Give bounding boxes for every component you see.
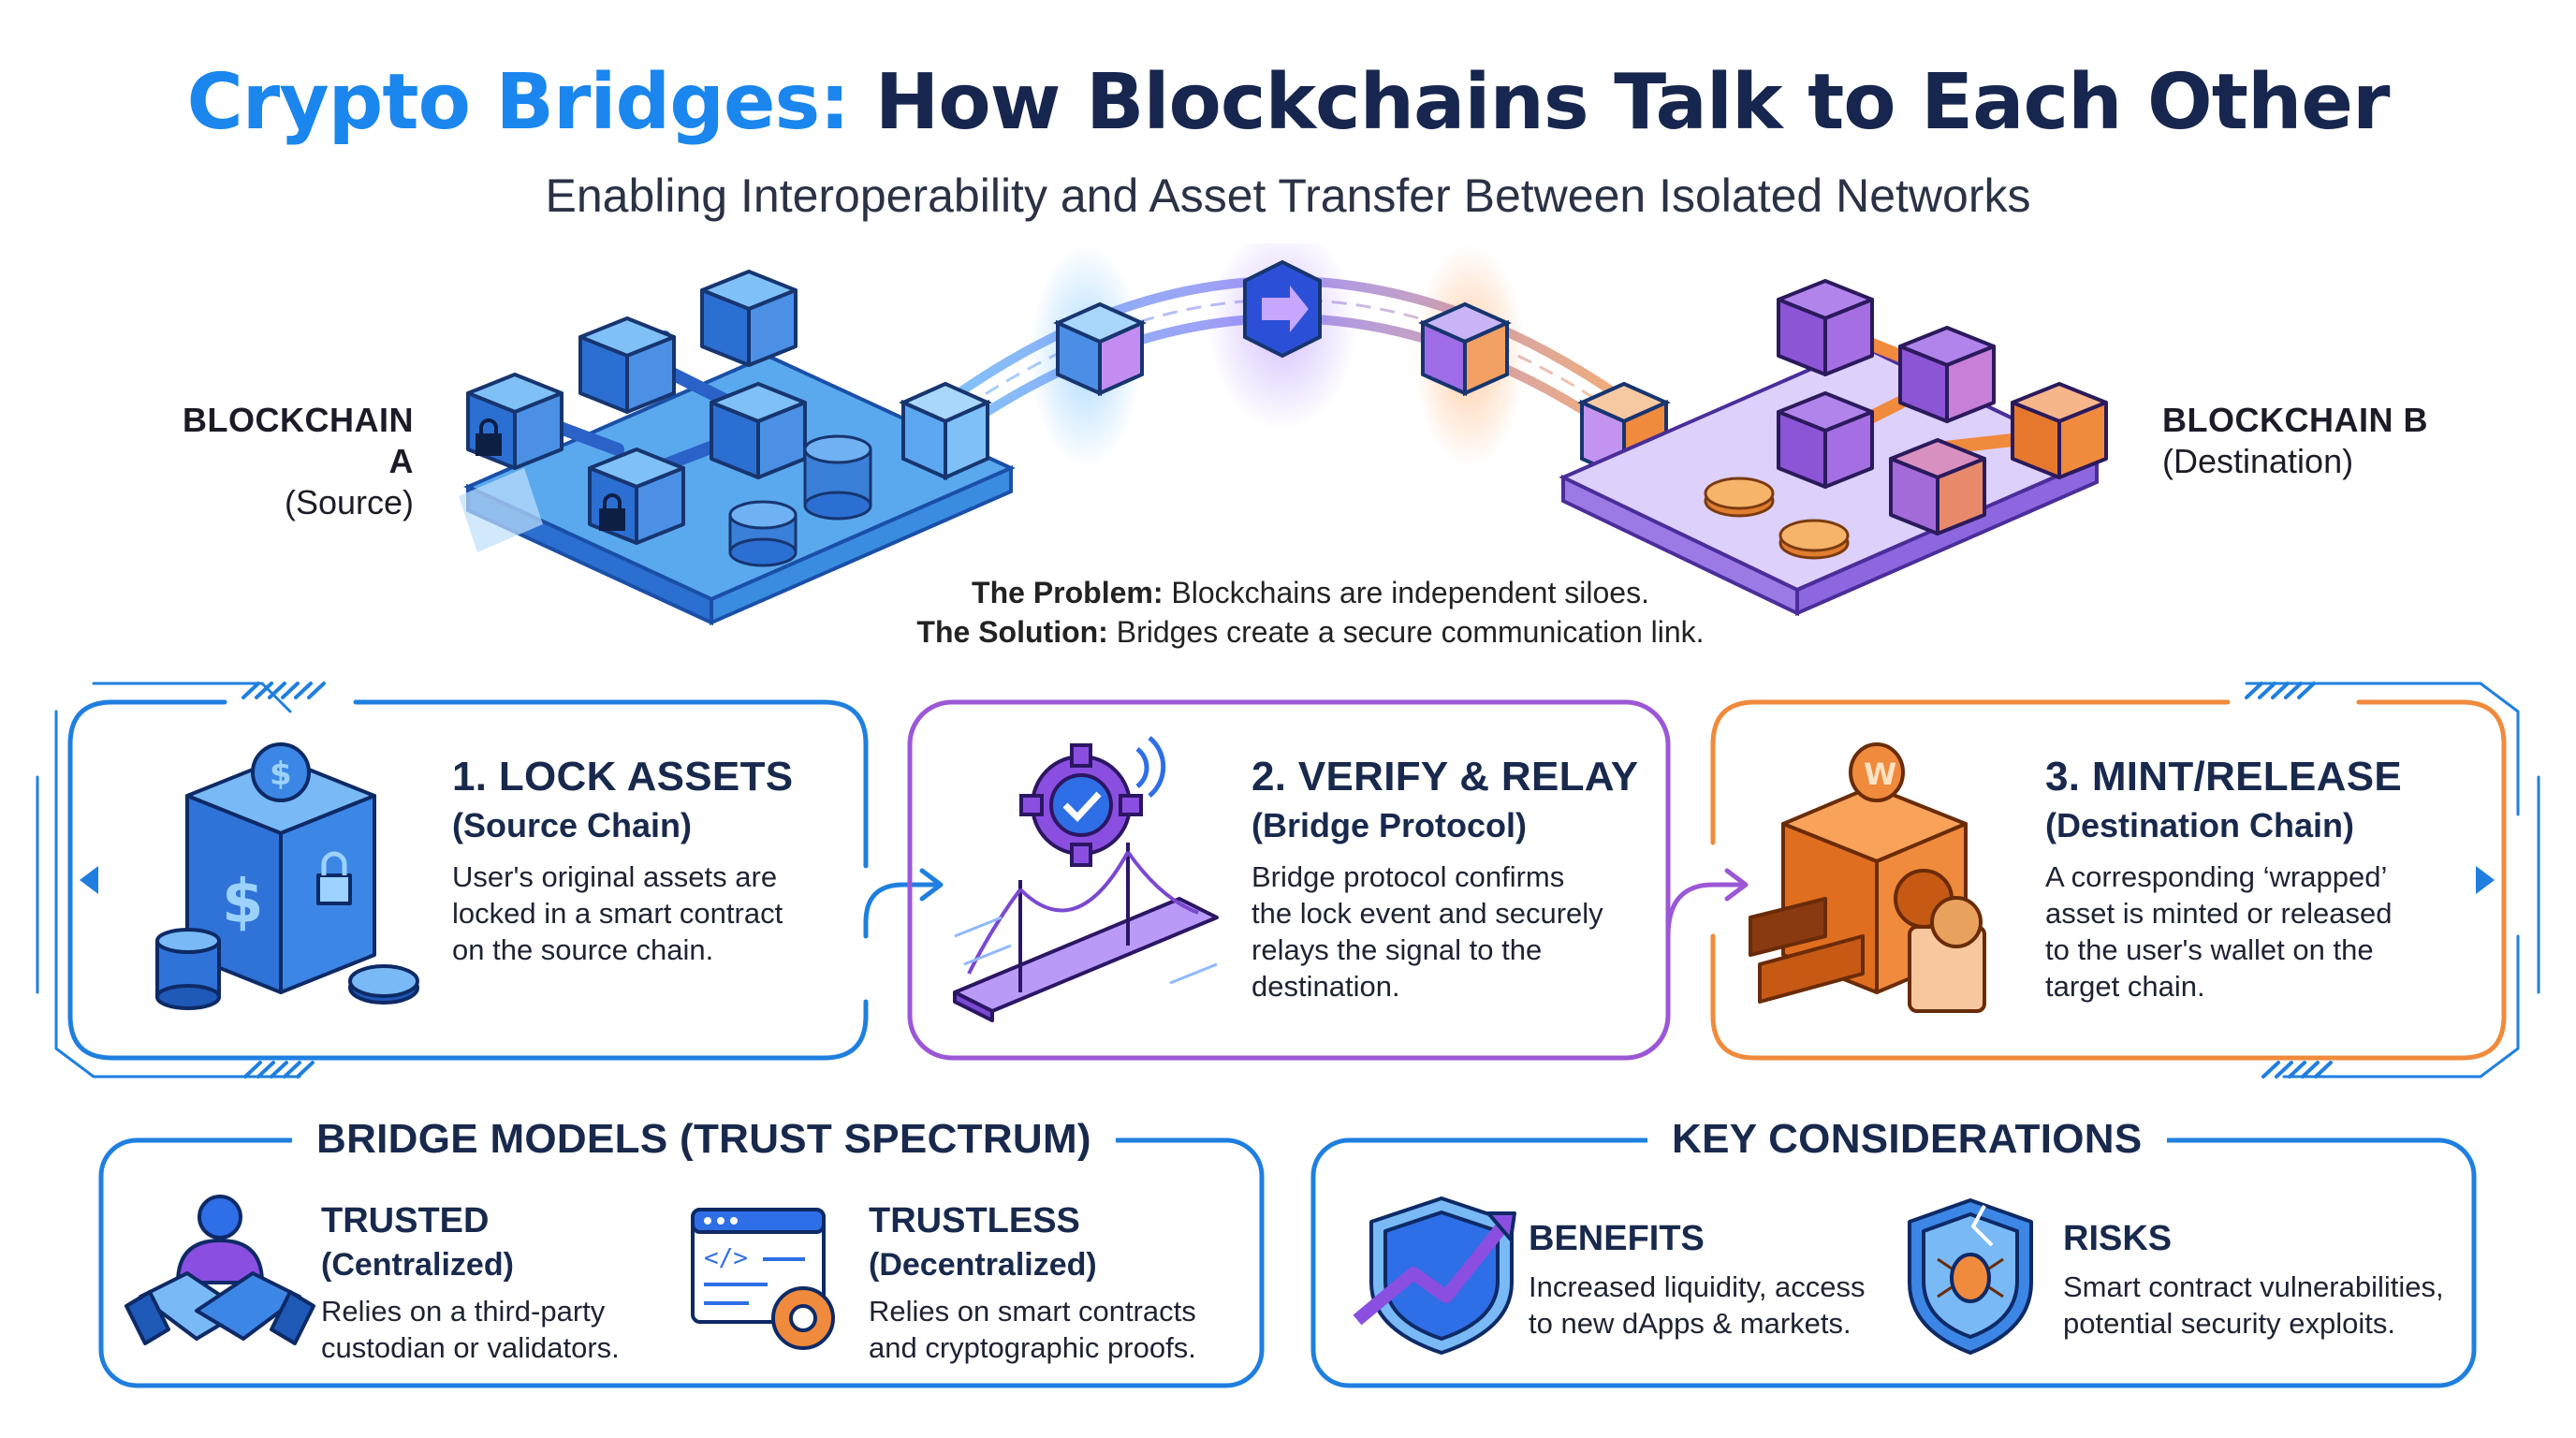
chain-b-role: (Destination) — [2162, 442, 2354, 480]
step-2-title: 2. VERIFY & RELAY — [1251, 754, 1639, 800]
bridge-illustration — [459, 243, 2108, 626]
step-1-subtitle: (Source Chain) — [452, 806, 693, 844]
benefits-desc: Increased liquidity, access to new dApps… — [1529, 1270, 1866, 1340]
code-window-icon: </> — [691, 1208, 835, 1350]
considerations-title: KEY CONSIDERATIONS — [1647, 1116, 2167, 1163]
title-rest: How Blockchains Talk to Each Other — [874, 58, 2391, 147]
step-2-subtitle: (Bridge Protocol) — [1251, 806, 1527, 844]
bridge-icon — [953, 843, 1219, 1022]
safe-icon: $ $ — [155, 742, 419, 1010]
problem-solution-text: The Problem: Blockchains are independent… — [842, 573, 1778, 652]
consideration-benefits: BENEFITS Increased liquidity, access to … — [1529, 1219, 1866, 1342]
risks-desc: Smart contract vulnerabilities, potentia… — [2063, 1270, 2444, 1340]
model-trustless-title: TRUSTLESS — [869, 1201, 1080, 1240]
model-trustless-desc: Relies on smart contracts and cryptograp… — [869, 1295, 1196, 1364]
step-3: 3. MINT/RELEASE (Destination Chain) A co… — [2045, 754, 2402, 1005]
arrow-right-icon — [1243, 259, 1322, 359]
step2-frame — [907, 699, 1671, 1061]
model-trustless-subtitle: (Decentralized) — [869, 1247, 1097, 1283]
chain-a-name: BLOCKCHAIN A — [183, 401, 414, 480]
lock-icon — [599, 493, 625, 531]
step-1-desc: User's original assets are locked in a s… — [452, 860, 783, 966]
handshake-icon — [124, 1195, 315, 1345]
model-trustless: TRUSTLESS (Decentralized) Relies on smar… — [869, 1201, 1196, 1366]
consideration-risks: RISKS Smart contract vulnerabilities, po… — [2063, 1219, 2444, 1342]
risks-title: RISKS — [2063, 1219, 2173, 1258]
title-accent: Crypto Bridges: — [186, 58, 851, 147]
model-trusted-subtitle: (Centralized) — [321, 1247, 514, 1283]
svg-text:</>: </> — [704, 1244, 748, 1272]
step-1-title: 1. LOCK ASSETS — [452, 754, 794, 800]
chain-b-name: BLOCKCHAIN B — [2162, 401, 2428, 439]
svg-text:$: $ — [222, 868, 264, 937]
chain-b-label: BLOCKCHAIN B (Destination) — [2162, 400, 2428, 482]
svg-text:W: W — [1864, 756, 1896, 792]
blockchain-b-platform — [1559, 279, 2108, 617]
step-1: 1. LOCK ASSETS (Source Chain) User's ori… — [452, 754, 793, 968]
problem-label: The Problem: — [972, 576, 1164, 609]
cube — [466, 270, 807, 545]
page-title: Crypto Bridges: How Blockchains Talk to … — [0, 58, 2576, 147]
step-2: 2. VERIFY & RELAY (Bridge Protocol) Brid… — [1251, 754, 1638, 1005]
step1-frame — [67, 699, 869, 1061]
chain-a-label: BLOCKCHAIN A (Source) — [170, 400, 414, 523]
problem-desc: Blockchains are independent siloes. — [1171, 576, 1649, 609]
solution-label: The Solution: — [916, 615, 1108, 649]
svg-text:$: $ — [270, 756, 292, 793]
coin-stack-icon — [728, 434, 872, 567]
benefits-title: BENEFITS — [1529, 1219, 1705, 1258]
step-2-desc: Bridge protocol confirms the lock event … — [1251, 860, 1603, 1003]
model-trusted-desc: Relies on a third-party custodian or val… — [321, 1295, 620, 1364]
bridge-block-icon — [899, 381, 992, 481]
page-subtitle: Enabling Interoperability and Asset Tran… — [545, 169, 2031, 222]
bridge-block-icon — [1418, 301, 1512, 397]
step3-frame — [1710, 699, 2507, 1061]
model-trusted: TRUSTED (Centralized) Relies on a third-… — [321, 1201, 620, 1366]
chain-a-role: (Source) — [284, 483, 414, 521]
model-trusted-title: TRUSTED — [321, 1201, 490, 1240]
step-3-title: 3. MINT/RELEASE — [2045, 754, 2402, 800]
shield-bug-icon — [1908, 1198, 2033, 1355]
lock-icon — [476, 418, 502, 456]
models-title: BRIDGE MODELS (TRUST SPECTRUM) — [292, 1116, 1116, 1163]
step-3-desc: A corresponding ‘wrapped’ asset is minte… — [2045, 860, 2393, 1003]
blockchain-a-platform — [459, 270, 1016, 626]
bridge-block-icon — [1053, 301, 1147, 397]
solution-desc: Bridges create a secure communication li… — [1116, 615, 1705, 649]
shield-growth-icon — [1353, 1196, 1516, 1355]
step-3-subtitle: (Destination Chain) — [2045, 806, 2354, 844]
wallet-icon — [1908, 896, 1986, 1013]
gear-check-icon — [1019, 736, 1166, 867]
